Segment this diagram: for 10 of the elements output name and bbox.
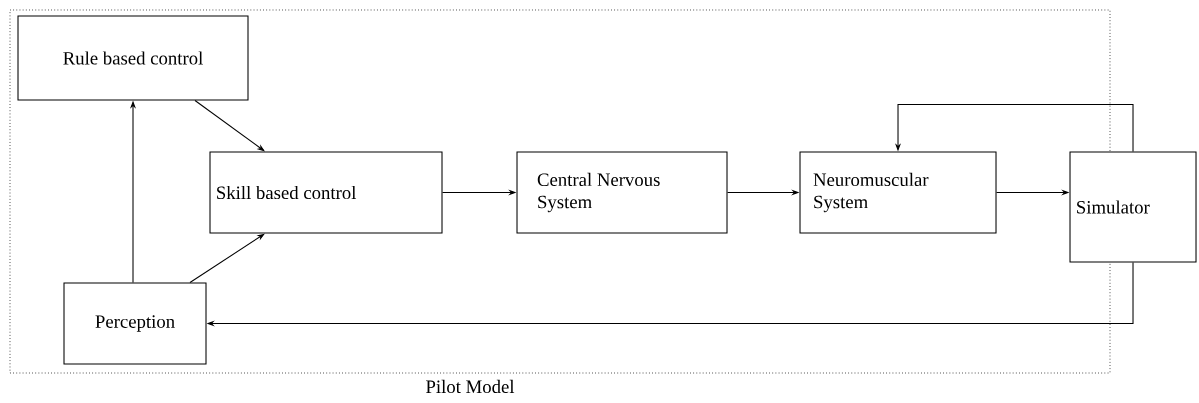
arrow <box>189 233 265 283</box>
process-box: Central Nervous System <box>516 151 728 234</box>
process-box: Skill based control <box>209 151 443 234</box>
process-box: Perception <box>63 282 207 365</box>
arrow <box>194 100 265 152</box>
frame-label: Pilot Model <box>426 379 515 394</box>
process-box: Simulator <box>1069 151 1197 263</box>
process-box: Rule based control <box>17 15 249 101</box>
process-box: Neuromuscular System <box>799 151 997 234</box>
arrow <box>895 103 1134 152</box>
